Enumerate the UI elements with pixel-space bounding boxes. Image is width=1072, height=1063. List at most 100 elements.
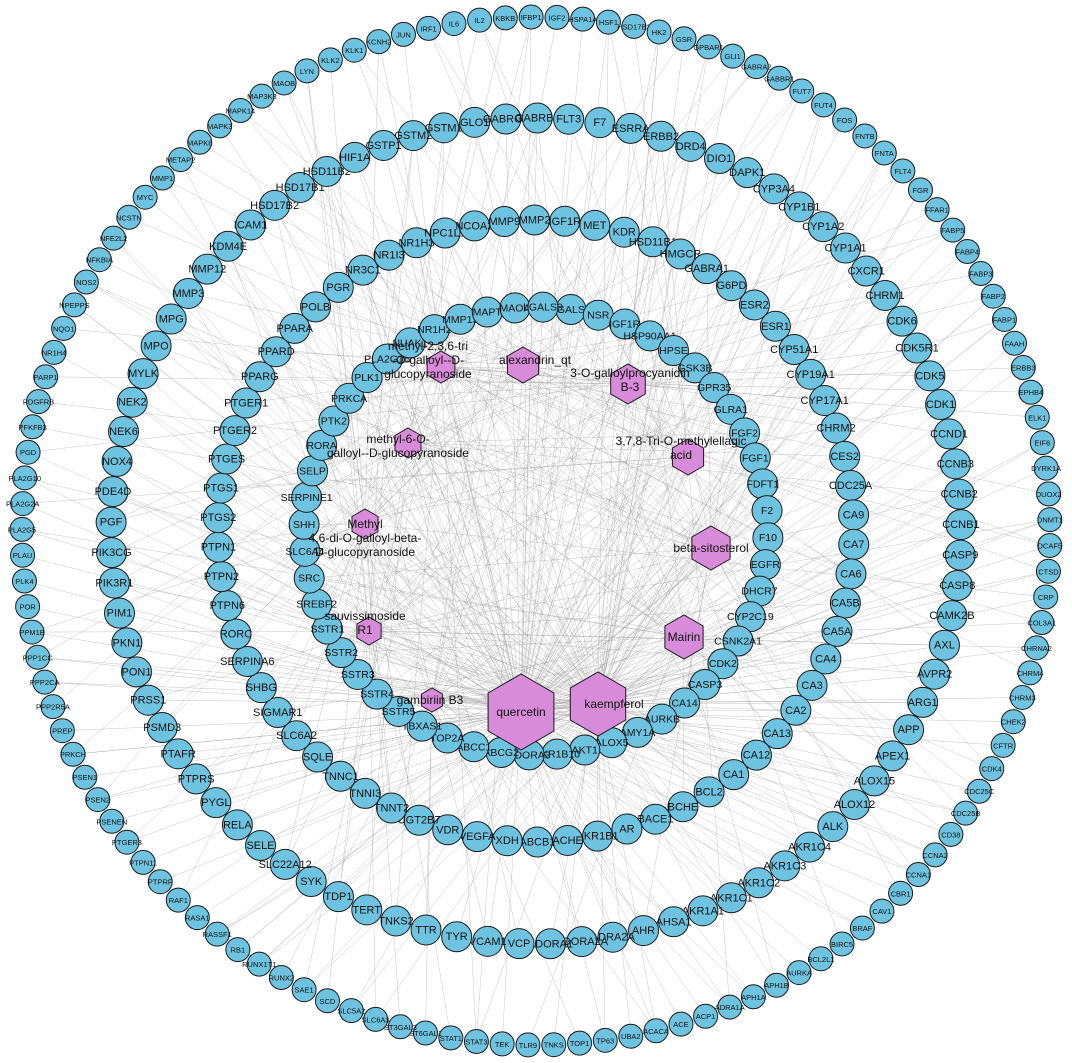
target-node[interactable]: CA5A (821, 615, 853, 647)
target-node[interactable]: PTK2 (318, 405, 350, 437)
target-node[interactable]: DRD4 (675, 130, 707, 162)
target-node[interactable]: PSEN2 (85, 787, 111, 813)
target-node[interactable]: CHRM2 (816, 412, 856, 444)
compound-node[interactable]: quercetin (487, 673, 555, 751)
target-node[interactable]: TNNC1 (322, 760, 359, 792)
target-node[interactable]: PRKCH (60, 741, 86, 767)
target-node[interactable]: CYP51A1 (770, 333, 818, 365)
target-node[interactable]: DYRK1A (1031, 455, 1061, 481)
target-node[interactable]: HSF1 (595, 9, 621, 35)
target-node[interactable]: AMY1A (620, 716, 656, 748)
target-node[interactable]: SLC6A3 (362, 1006, 390, 1032)
target-node[interactable]: CA4 (810, 643, 842, 675)
target-node[interactable]: AURKA (786, 960, 812, 986)
target-node[interactable]: CES2 (829, 440, 861, 472)
target-node[interactable]: F7 (584, 107, 616, 139)
target-node[interactable]: NOX4 (101, 445, 133, 477)
target-node[interactable]: MMP3 (172, 277, 204, 309)
target-node[interactable]: MAOB (271, 70, 297, 96)
target-node[interactable]: SELE (245, 829, 277, 861)
target-node[interactable]: FOS (832, 107, 858, 133)
target-node[interactable]: ICAM1 (234, 209, 268, 241)
target-node[interactable]: NR1H2 (417, 314, 452, 346)
target-node[interactable]: AURKB (644, 703, 680, 735)
compound-node[interactable]: kaempferol (569, 671, 644, 737)
target-node[interactable]: POR (15, 594, 41, 620)
target-node[interactable]: BIRC5 (829, 931, 855, 957)
target-node[interactable]: ALOX12 (834, 788, 876, 820)
target-node[interactable]: PLA2G5 (8, 516, 36, 542)
target-node[interactable]: CDC25C (964, 778, 995, 804)
target-node[interactable]: HSD11B2 (303, 155, 351, 187)
target-node[interactable]: FGF1 (739, 442, 771, 474)
target-node[interactable]: CAV1 (869, 898, 895, 924)
target-node[interactable]: PLAU (10, 542, 36, 568)
target-node[interactable]: MPO (140, 330, 172, 362)
target-node[interactable]: PYGL (200, 787, 232, 819)
target-node[interactable]: KDM4E (209, 230, 247, 262)
target-node[interactable]: IGF1R (609, 308, 641, 340)
target-node[interactable]: PSENEN (96, 808, 127, 834)
target-node[interactable]: APEX1 (875, 740, 910, 772)
target-node[interactable]: CHRM4 (1017, 660, 1044, 686)
target-node[interactable]: CDC25A (829, 469, 873, 501)
target-node[interactable]: SSTR2 (324, 637, 358, 669)
target-node[interactable]: ABCC1 (456, 731, 491, 763)
target-node[interactable]: CA3 (796, 669, 828, 701)
target-node[interactable]: TNNT2 (374, 792, 409, 824)
target-node[interactable]: GABRG2 (483, 103, 529, 135)
target-node[interactable]: ELK1 (1024, 404, 1050, 430)
target-node[interactable]: FNTB (852, 123, 878, 149)
target-node[interactable]: FNTA (871, 140, 897, 166)
target-node[interactable]: RB1 (225, 937, 251, 963)
target-node[interactable]: CA14 (669, 687, 701, 719)
target-node[interactable]: MAP3K8 (247, 83, 277, 109)
target-node[interactable]: NSR (582, 299, 614, 331)
target-node[interactable]: PPP2CA (30, 669, 60, 695)
target-node[interactable]: BCL2L1 (807, 946, 834, 972)
target-node[interactable]: EPHB4 (1018, 379, 1044, 405)
target-node[interactable]: STAT1 (438, 1025, 464, 1051)
target-node[interactable]: APH1B (764, 972, 790, 998)
target-node[interactable]: CHRNA2 (1021, 635, 1052, 661)
target-node[interactable]: PSMD3 (143, 712, 181, 744)
target-node[interactable]: CA2 (780, 694, 812, 726)
target-node[interactable]: SHBG (246, 672, 277, 704)
target-node[interactable]: PPARA (277, 312, 314, 344)
target-node[interactable]: CCNA1 (906, 862, 931, 888)
target-node[interactable]: AKR1A1 (682, 895, 724, 927)
target-node[interactable]: CYP3A4 (753, 173, 795, 205)
target-node[interactable]: CASP8 (939, 569, 975, 601)
target-node[interactable]: SLC5A2 (337, 998, 365, 1024)
target-node[interactable]: PREP (49, 718, 75, 744)
target-node[interactable]: MMP2 (519, 204, 551, 236)
target-node[interactable]: ACE (668, 1011, 694, 1037)
target-node[interactable]: FAAH (1001, 330, 1027, 356)
target-node[interactable]: CXCR1 (848, 255, 885, 287)
target-node[interactable]: SQLE (302, 741, 334, 773)
target-node[interactable]: PIM1 (103, 597, 135, 629)
target-node[interactable]: TNKS (541, 1032, 567, 1058)
target-node[interactable]: FGR (907, 177, 933, 203)
target-node[interactable]: PLK1 (351, 362, 383, 394)
target-node[interactable]: AVPR2 (917, 658, 952, 690)
target-node[interactable]: MPG (155, 303, 187, 335)
target-node[interactable]: NOS2 (73, 269, 99, 295)
target-node[interactable]: JUN (390, 21, 416, 47)
target-node[interactable]: AKR1B10 (534, 738, 580, 770)
target-node[interactable]: CA5B (829, 587, 861, 619)
target-node[interactable]: CA7 (838, 528, 870, 560)
target-node[interactable]: PTAFR (161, 738, 196, 770)
target-node[interactable]: CDK6 (886, 305, 918, 337)
target-node[interactable]: FABP1 (991, 306, 1017, 332)
target-node[interactable]: CYP17A1 (801, 385, 849, 417)
target-node[interactable]: SSTR3 (341, 658, 375, 690)
target-node[interactable]: GPBAR1 (693, 34, 724, 60)
target-node[interactable]: ERBB3 (1010, 355, 1036, 381)
target-node[interactable]: KBKB (492, 5, 518, 31)
target-node[interactable]: HSD17B3 (617, 13, 651, 39)
target-node[interactable]: TEK (489, 1031, 515, 1057)
target-node[interactable]: ACACA (643, 1018, 669, 1044)
target-node[interactable]: EIF6 (1029, 430, 1055, 456)
